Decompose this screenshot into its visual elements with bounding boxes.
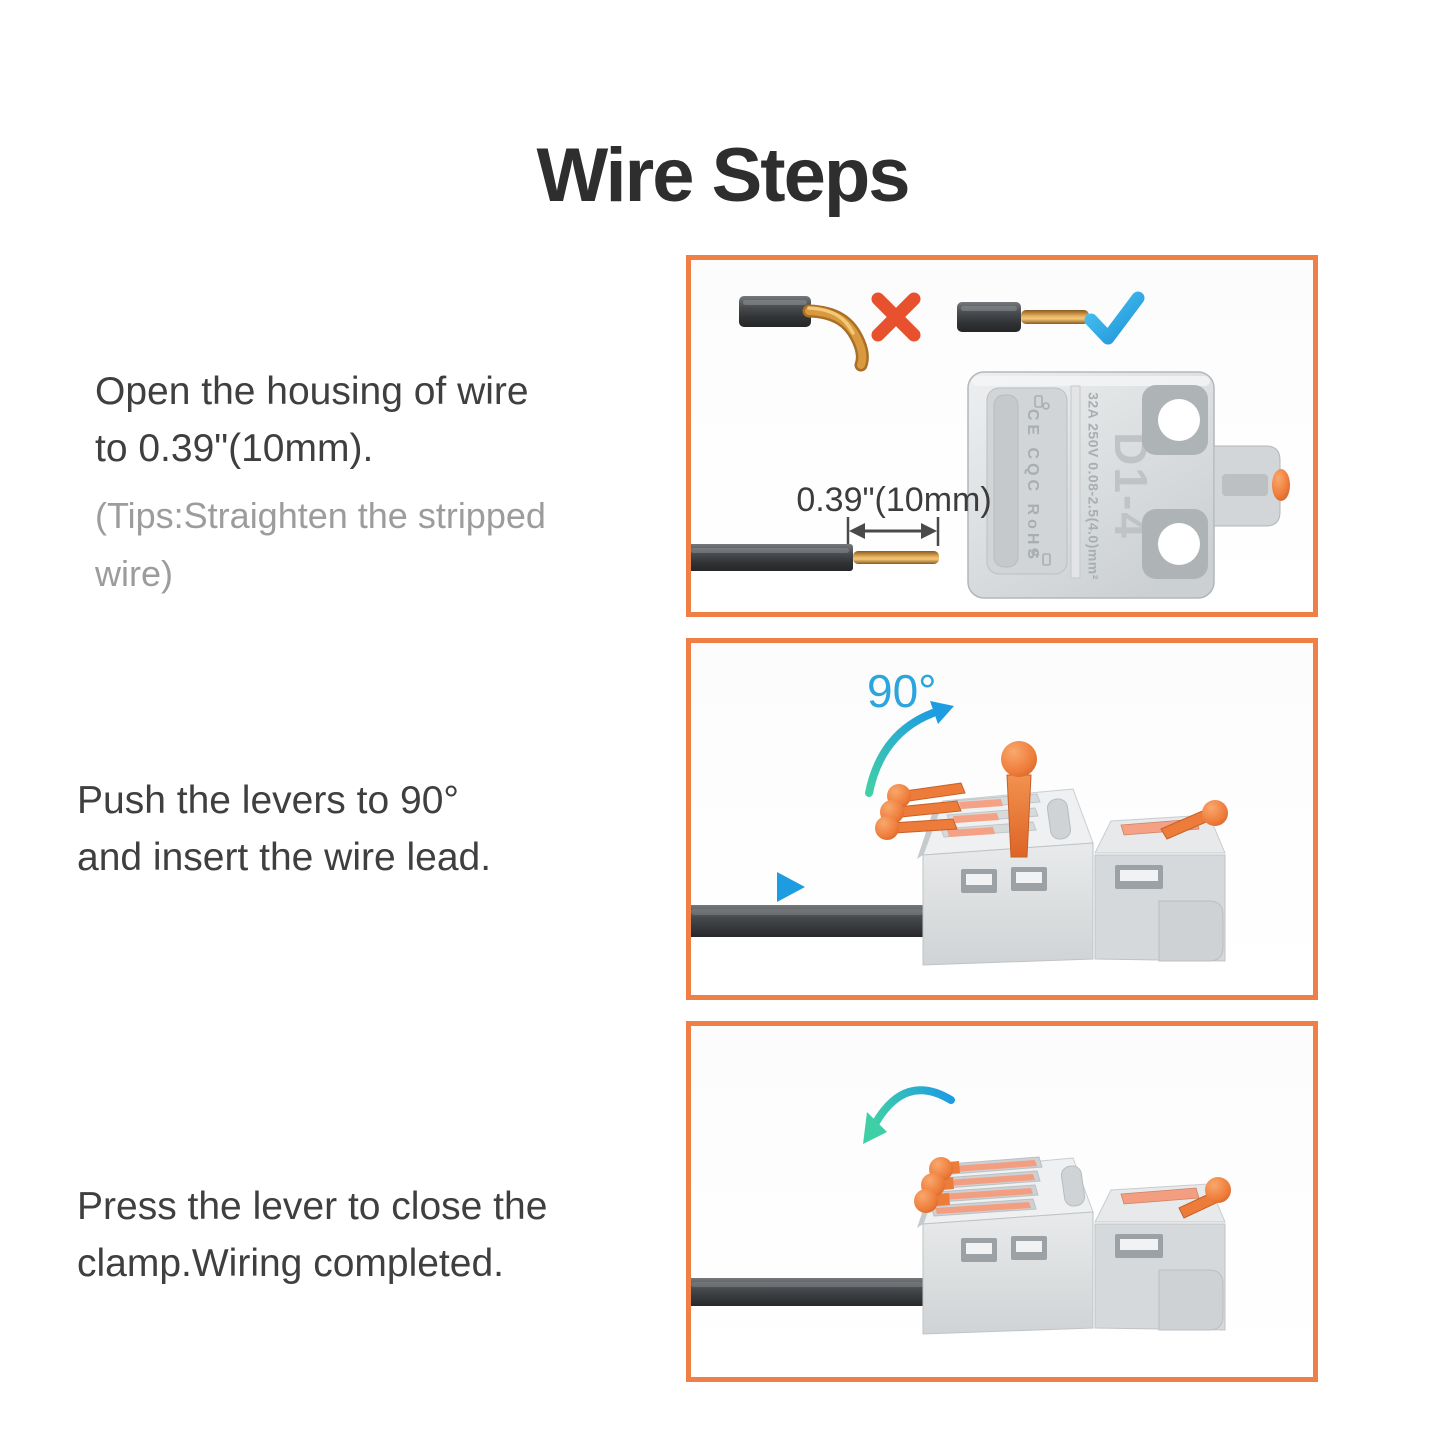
step2-line2: and insert the wire lead. — [77, 836, 492, 879]
step3-line1: Press the lever to close the — [77, 1185, 548, 1228]
step3-instruction: Press the lever to close the clamp.Wirin… — [77, 1178, 617, 1292]
correct-check-icon — [1084, 291, 1145, 345]
strip-length-measurement: 0.39"(10mm) — [796, 481, 992, 546]
inserted-wire — [691, 905, 927, 937]
step2-line1: Push the levers to 90° — [77, 779, 459, 822]
step1-tip: (Tips:Straighten the stripped wire) — [95, 487, 615, 603]
step2-instruction: Push the levers to 90° and insert the wi… — [77, 772, 597, 886]
connector-certs-label: CE CQC RoHS — [1024, 409, 1041, 563]
step1-tip-line1: (Tips:Straighten the stripped — [95, 495, 546, 536]
step1-line2: to 0.39"(10mm). — [95, 427, 374, 470]
measurement-arrow — [846, 517, 940, 546]
step1-tip-line2: wire) — [95, 553, 173, 594]
left-open-levers — [875, 782, 966, 840]
straight-wire-example — [957, 302, 1089, 332]
front-windows — [961, 867, 1047, 893]
wrong-cross-icon — [871, 292, 921, 342]
front-windows — [961, 1236, 1047, 1262]
bent-wire-example — [739, 296, 869, 372]
inserted-wire — [691, 1278, 927, 1306]
stripped-wire — [691, 544, 939, 571]
left-closed-levers — [914, 1157, 960, 1213]
lever-tip-nub — [1272, 469, 1290, 501]
closed-clamp-rows — [930, 1156, 1043, 1217]
rotate-lever-arrow-icon — [865, 701, 954, 797]
connector-closed — [914, 1156, 1231, 1335]
right-lever — [1178, 1177, 1231, 1219]
step2-panel: 90° — [686, 638, 1318, 1000]
step3-illustration — [691, 1086, 1231, 1335]
close-lever-arrow-icon — [863, 1086, 955, 1144]
page-title: Wire Steps — [536, 132, 910, 218]
step1-instruction: Open the housing of wire to 0.39"(10mm).… — [95, 363, 615, 603]
connector-housing: CE CQC RoHS 32A 250V 0.08-2.5(4.0)mm² D1… — [967, 371, 1290, 599]
connector-rating-label: 32A 250V 0.08-2.5(4.0)mm² — [1085, 392, 1101, 580]
step1-illustration: CE CQC RoHS 32A 250V 0.08-2.5(4.0)mm² D1… — [691, 291, 1290, 599]
raised-lever — [1001, 741, 1037, 858]
step1-panel: CE CQC RoHS 32A 250V 0.08-2.5(4.0)mm² D1… — [686, 255, 1318, 617]
strip-gauge-icons — [1031, 395, 1051, 566]
step3-line2: clamp.Wiring completed. — [77, 1242, 504, 1285]
step2-illustration: 90° — [691, 665, 1228, 966]
step1-line1: Open the housing of wire — [95, 370, 529, 413]
insert-wire-arrow-icon — [702, 872, 805, 902]
connector-open — [875, 741, 1228, 966]
step3-panel — [686, 1021, 1318, 1382]
right-lever — [1160, 800, 1228, 840]
measurement-label: 0.39"(10mm) — [796, 481, 991, 519]
angle-label: 90° — [867, 665, 937, 717]
